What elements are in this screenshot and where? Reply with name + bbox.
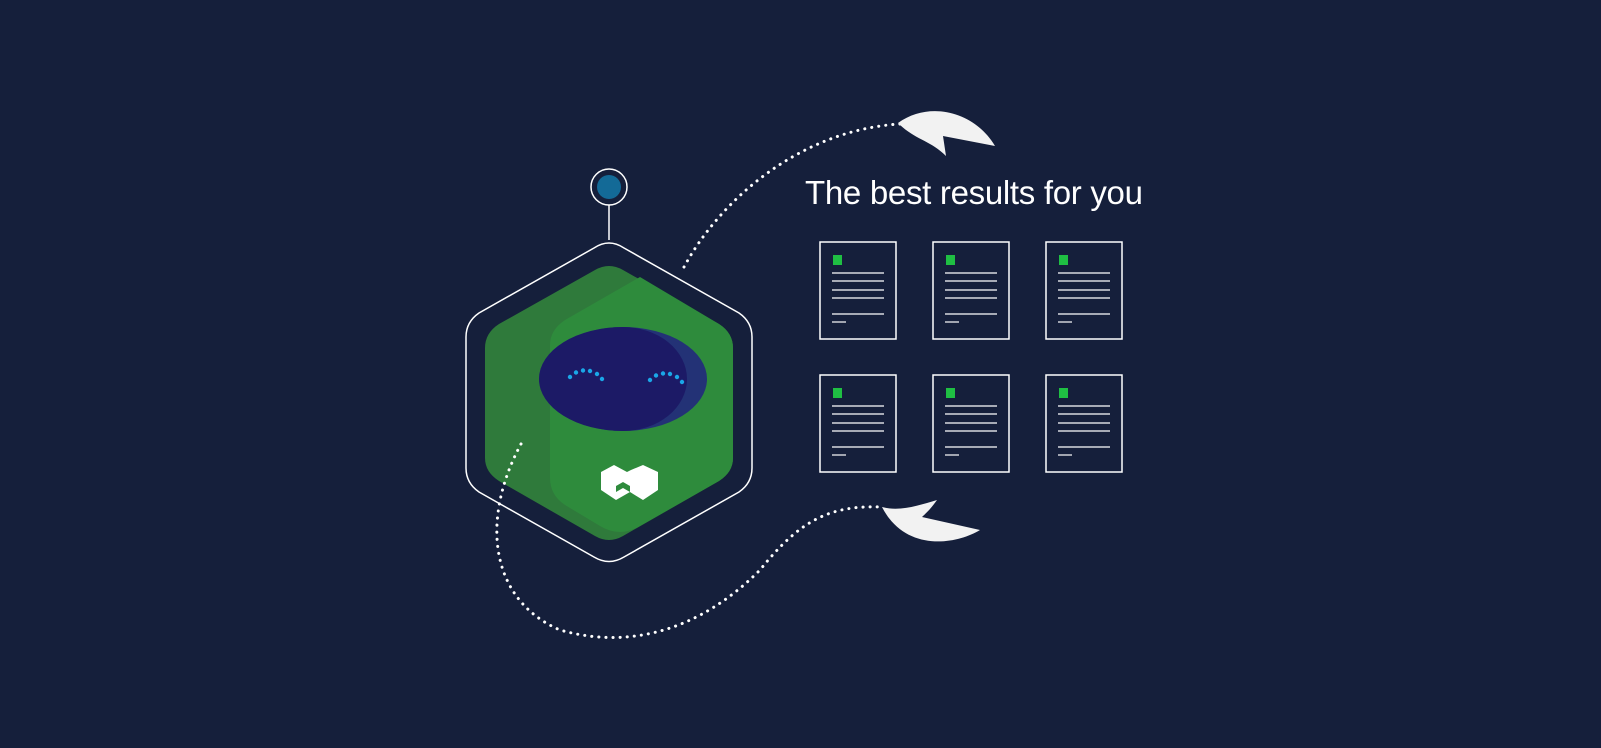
document-icon [932, 374, 1010, 473]
hexagon-outline [465, 242, 753, 563]
dotted-curved-arrow-icon [682, 111, 995, 269]
bottom-arrow-head [882, 500, 980, 542]
headline: The best results for you [805, 174, 1143, 211]
antenna-ring [590, 168, 628, 206]
left-eye [567, 368, 605, 382]
document-icon [819, 374, 897, 473]
document-icon [1045, 374, 1123, 473]
document-icon [1045, 241, 1123, 340]
top-arrow-head [898, 111, 995, 156]
bottom-arrow-trail [495, 442, 884, 639]
top-arrow-trail [682, 122, 902, 269]
document-grid [819, 241, 1123, 473]
w-logo-icon [601, 465, 658, 500]
w-logo-notch [616, 482, 630, 492]
dotted-curved-arrow-icon [495, 442, 980, 639]
hexagon-robot-mascot-icon [465, 168, 753, 563]
right-eye [647, 371, 685, 385]
antenna-ball [597, 175, 621, 199]
document-icon [932, 241, 1010, 340]
visor-shade [539, 327, 687, 431]
document-icon [819, 241, 897, 340]
